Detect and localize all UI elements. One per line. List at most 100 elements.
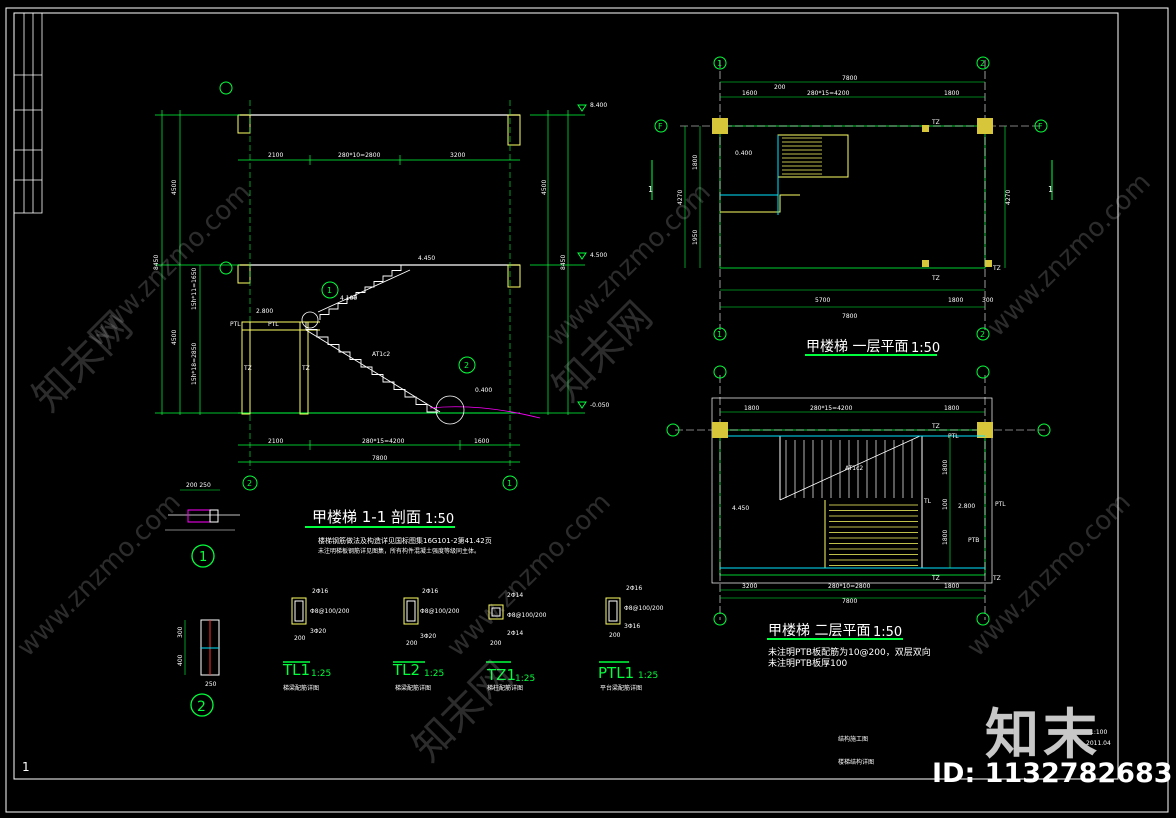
plan1-scale: 1:50 <box>911 341 940 356</box>
tz1-w: 200 <box>490 640 502 647</box>
plan1-axis-f-right: F <box>1038 122 1043 131</box>
label-at: AT1c2 <box>372 351 390 358</box>
tl1-note: 梯梁配筋详图 <box>283 684 319 692</box>
tz1-scale: 1:25 <box>515 674 535 684</box>
plan2-label-tz-1: TZ <box>931 423 940 430</box>
inner-frame <box>13 12 1119 780</box>
tz1-bottom: 2Φ14 <box>507 630 523 637</box>
plan2-elev-right: 2.800 <box>958 503 975 510</box>
elev-mid: 4.500 <box>590 252 607 259</box>
detail1-dims: 200 250 <box>186 482 211 489</box>
plan1-tz-3: TZ <box>992 265 1001 272</box>
title-block-line1: 结构施工图 <box>838 735 868 743</box>
plan-first-floor <box>651 56 1053 356</box>
plan1-elev: 0.400 <box>735 150 752 157</box>
tl1-stirrup: Φ8@100/200 <box>310 608 350 615</box>
axis-left-label: 2 <box>247 479 252 488</box>
ptl1-name: PTL1 <box>598 664 634 682</box>
plan1-title: 甲楼梯 一层平面 <box>806 339 908 355</box>
plan1-tz-2: TZ <box>931 275 940 282</box>
plan2-label-ptl-1: PTL <box>948 433 959 440</box>
plan1-tz-1: TZ <box>931 119 940 126</box>
dim-upper-left: 4500 <box>171 180 178 195</box>
plan1-cut-left: 1 <box>648 185 653 194</box>
plan2-label-tl: TL <box>923 498 932 505</box>
plan-second-floor <box>666 365 1051 640</box>
tl1-bottom: 3Φ20 <box>310 628 326 635</box>
elev-landing-upper: 4.450 <box>418 255 435 262</box>
detail-1 <box>165 489 240 568</box>
tl2-name: TL2 <box>392 661 420 679</box>
plan2-note-2: 未注明PTB板厚100 <box>768 657 848 669</box>
section-1-1 <box>155 81 587 528</box>
plan1-axis-right: 2 <box>980 59 985 68</box>
dim-upper-left-seg: 2100 <box>268 152 283 159</box>
tl2-bottom: 3Φ20 <box>420 633 436 640</box>
beam-sections <box>283 597 629 663</box>
plan2-dim-top-c: 1800 <box>944 405 959 412</box>
label-ptl: PTL <box>230 321 241 328</box>
plan1-dim-top-c: 280*15=4200 <box>807 90 850 97</box>
callout-1: 1 <box>327 286 332 295</box>
tl1-scale: 1:25 <box>311 669 331 679</box>
title-block-scale: 1:100 <box>1090 729 1107 736</box>
ptl1-bottom: 3Φ16 <box>624 623 640 630</box>
section-note-1: 楼梯钢筋做法及构造详见国标图集16G101-2第41.42页 <box>318 536 492 545</box>
plan1-dim-top-d: 1800 <box>944 90 959 97</box>
ptl1-w: 200 <box>609 632 621 639</box>
title-block-line2: 楼梯结构详图 <box>838 758 874 766</box>
detail2-dim-b: 400 <box>177 654 184 666</box>
title-block-code: 2011.04 <box>1086 740 1111 747</box>
detail1-label: 1 <box>199 550 207 565</box>
dim-bottom-total: 7800 <box>372 455 387 462</box>
detail2-dim-c: 250 <box>205 681 217 688</box>
plan2-label-tz-2: TZ <box>931 575 940 582</box>
label-tz-2: TZ <box>301 365 310 372</box>
plan1-dim-left-a: 1800 <box>692 155 699 170</box>
plan1-cut-right: 1 <box>1048 185 1053 194</box>
plan1-dim-top-b: 200 <box>774 84 786 91</box>
plan2-elev-left: 4.450 <box>732 505 749 512</box>
plan2-dim-right-a: 1800 <box>942 460 949 475</box>
elev-top: 8.400 <box>590 102 607 109</box>
ptl1-scale: 1:25 <box>638 671 658 681</box>
tl2-scale: 1:25 <box>424 669 444 679</box>
plan2-dim-bottom-total: 7800 <box>842 598 857 605</box>
plan2-label-tz-3: TZ <box>992 575 1001 582</box>
plan1-dim-bottom-a: 5700 <box>815 297 830 304</box>
dim-bottom-right: 1600 <box>474 438 489 445</box>
dim-total-right: 8450 <box>560 255 567 270</box>
plan2-label-at: AT1c2 <box>845 465 863 472</box>
dim-upper-mid-seg: 280*10=2800 <box>338 152 381 159</box>
plan2-dim-bottom-a: 3200 <box>742 583 757 590</box>
elev-base: 0.400 <box>475 387 492 394</box>
plan2-note-1: 未注明PTB板配筋为10@200，双层双向 <box>768 646 931 658</box>
tl1-w: 200 <box>294 635 306 642</box>
plan1-axis-right-b: 2 <box>980 330 985 339</box>
tz1-stirrup: Φ8@100/200 <box>507 612 547 619</box>
callout-2: 2 <box>464 361 469 370</box>
ptl1-note: 平台梁配筋详图 <box>600 684 642 692</box>
tz1-name: TZ1 <box>486 666 516 684</box>
plan2-dim-bottom-c: 1800 <box>944 583 959 590</box>
plan2-label-ptl-2: PTL <box>995 501 1006 508</box>
detail2-label: 2 <box>197 699 206 715</box>
dim-bottom-mid: 280*15=4200 <box>362 438 405 445</box>
dim-upper-flight: 15h*11=1650 <box>191 267 198 310</box>
tl1-name: TL1 <box>282 661 310 679</box>
tl1-top: 2Φ16 <box>312 588 328 595</box>
page-number: 1 <box>22 760 30 774</box>
plan2-dim-top-b: 280*15=4200 <box>810 405 853 412</box>
dim-lower-flight: 15h*18=2850 <box>191 342 198 385</box>
plan1-dim-top-a: 1600 <box>742 90 757 97</box>
plan2-scale: 1:50 <box>873 625 902 640</box>
brand-logo: 知末 <box>985 703 1101 766</box>
plan2-label-ptb: PTB <box>968 537 979 544</box>
ptl1-top: 2Φ16 <box>626 585 642 592</box>
tz1-top: 2Φ14 <box>507 592 523 599</box>
plan1-axis-left: 1 <box>717 59 722 68</box>
section-scale: 1:50 <box>425 512 454 527</box>
plan2-dim-right-b: 100 <box>942 498 949 510</box>
elev-run: 4.100 <box>340 295 357 302</box>
